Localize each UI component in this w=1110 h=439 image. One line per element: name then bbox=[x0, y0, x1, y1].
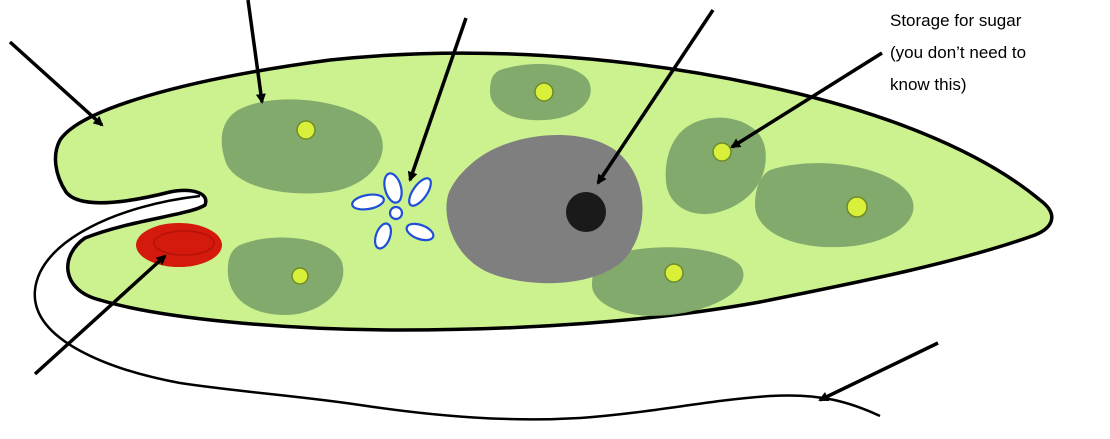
arrow-pellicle bbox=[10, 42, 102, 125]
arrow-flagellum bbox=[820, 343, 938, 400]
pyrenoid bbox=[297, 121, 315, 139]
storage-label-line-2: (you don’t need to bbox=[890, 43, 1026, 62]
storage-label-line-3: know this) bbox=[890, 75, 967, 94]
pyrenoid bbox=[847, 197, 867, 217]
storage-label-line-1: Storage for sugar bbox=[890, 11, 1022, 30]
nucleolus bbox=[566, 192, 606, 232]
eyespot bbox=[136, 223, 222, 267]
pyrenoid bbox=[535, 83, 553, 101]
pyrenoid bbox=[292, 268, 308, 284]
pyrenoid bbox=[665, 264, 683, 282]
pyrenoid bbox=[713, 143, 731, 161]
